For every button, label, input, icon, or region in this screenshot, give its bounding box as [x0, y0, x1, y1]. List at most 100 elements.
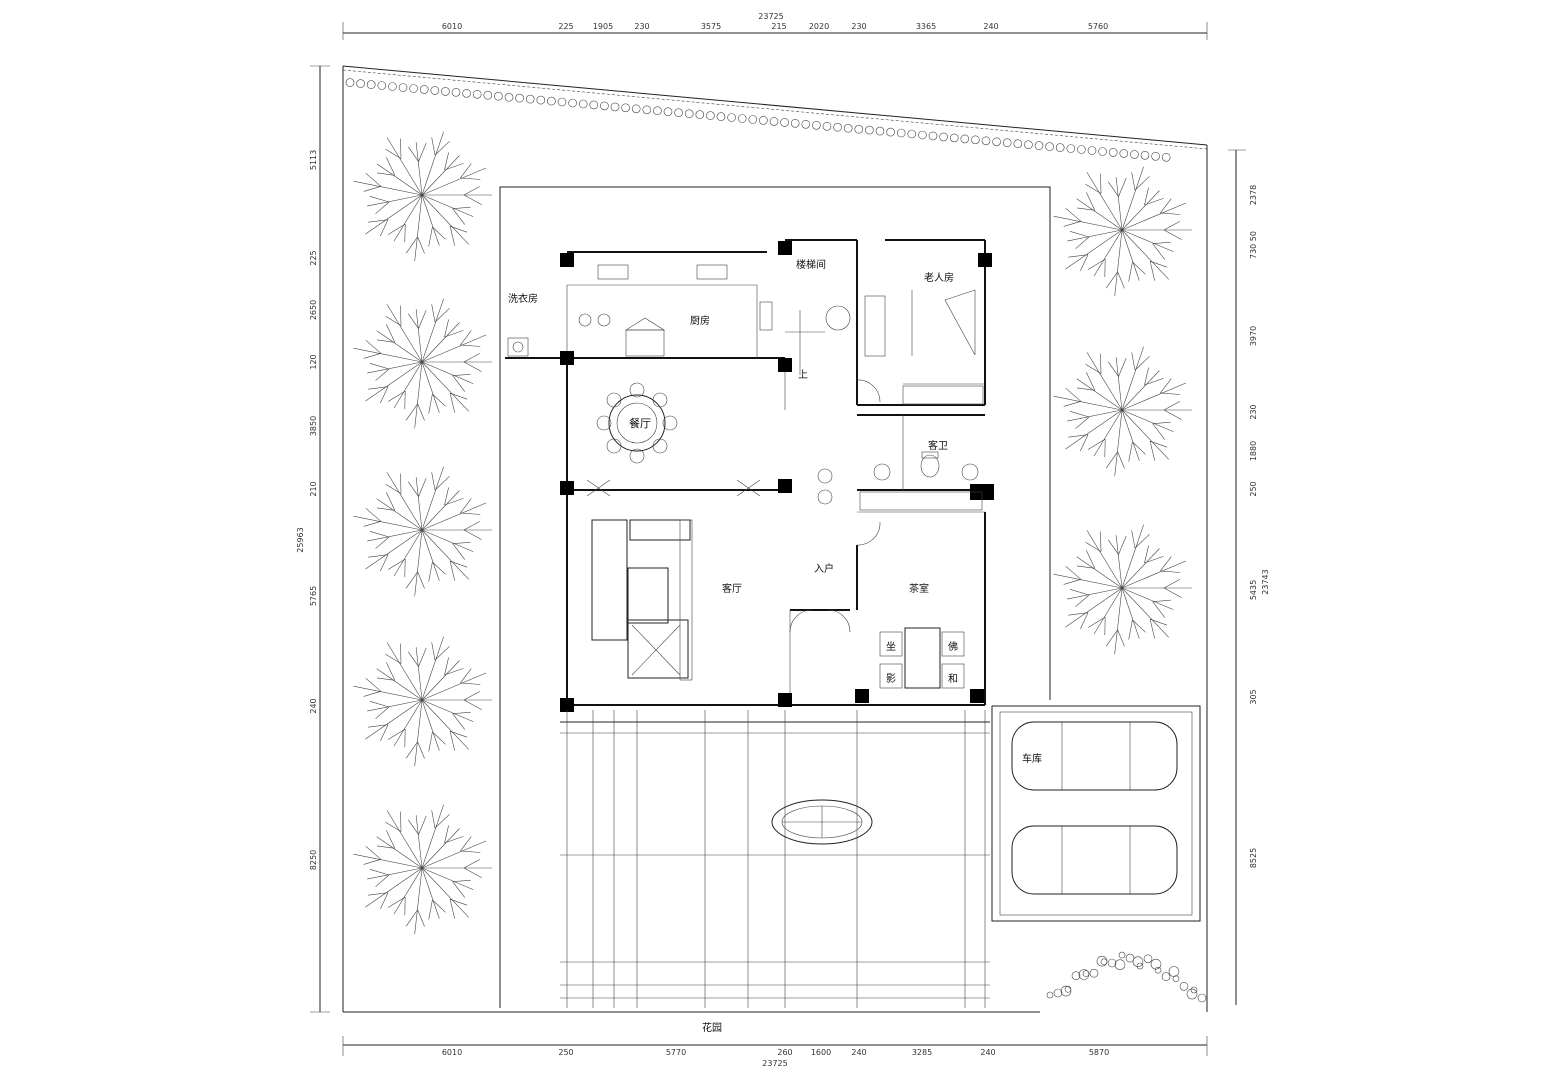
hedge-shrub [971, 135, 980, 145]
dim-left-5: 210 [309, 481, 318, 496]
hedge-shrub [1024, 140, 1033, 149]
column [560, 481, 574, 495]
hedge-shrub [1130, 150, 1139, 159]
dim-right-7: 305 [1249, 689, 1258, 704]
washing-machine [507, 337, 529, 357]
hedge-shrub [737, 114, 747, 123]
label-tea-room: 茶室 [909, 582, 929, 595]
dim-left-7: 240 [309, 698, 318, 713]
hedge-shrub [822, 122, 832, 131]
hedge-shrub [525, 94, 535, 104]
dim-bottom-3: 260 [777, 1048, 792, 1057]
hedge-shrub [886, 127, 895, 137]
hedge-shrub [462, 89, 471, 98]
hedge-shrub [557, 97, 567, 107]
hedge-shrub [1013, 139, 1023, 148]
dim-bottom-total: 23725 [762, 1059, 787, 1068]
dim-top-6: 2020 [809, 22, 829, 31]
car-2 [1011, 825, 1178, 895]
label-dining: 餐厅 [629, 416, 651, 430]
car-1 [1011, 721, 1178, 791]
column [778, 241, 792, 255]
shrub [1186, 988, 1198, 1000]
hedge-shrub [949, 133, 959, 143]
dim-top-10: 5760 [1088, 22, 1108, 31]
hedge-shrub [663, 107, 673, 116]
tree [353, 131, 492, 262]
column [778, 479, 792, 493]
dim-right-total: 23743 [1261, 569, 1270, 594]
hedge-shrub [1045, 142, 1054, 151]
dim-right-6: 5435 [1249, 580, 1258, 600]
paving-grid [560, 710, 990, 1008]
dim-top-2: 1905 [593, 22, 613, 31]
tree [353, 298, 492, 429]
hedge-shrub [451, 88, 461, 97]
shrub [1136, 962, 1144, 970]
hedge-shrub [472, 90, 482, 99]
shrub [1168, 966, 1180, 977]
hedge-shrub [388, 82, 397, 91]
dim-top-0: 6010 [442, 22, 462, 31]
hedge-shrub [918, 130, 927, 140]
label-elder-room: 老人房 [924, 271, 954, 284]
hedge-shrub [1034, 141, 1044, 150]
hedge-shrub [1055, 143, 1065, 152]
shrub [1089, 968, 1099, 978]
hedge-shrub [366, 80, 376, 89]
hedge-shrub [769, 117, 779, 126]
hedge-shrub [504, 92, 514, 102]
hedge-shrub [600, 101, 609, 111]
dim-bottom-6: 3285 [912, 1048, 932, 1057]
hedge-shrub [896, 128, 906, 138]
dim-right-4: 1880 [1249, 441, 1258, 461]
hedge-shrub [483, 90, 493, 100]
hedge-shrub [621, 103, 630, 113]
hedge-shrub [833, 122, 842, 132]
hedge-shrub [854, 124, 864, 134]
tea-char-0: 坐 [886, 641, 896, 653]
hedge-shrub [356, 79, 365, 88]
shrub [1190, 986, 1198, 994]
dim-left-total: 25963 [296, 527, 305, 552]
label-guest-bath: 客卫 [928, 439, 948, 452]
hedge-shrub [1119, 149, 1129, 158]
dimension-right: 23743 2378 730 50 3970 230 1880 250 5435… [1228, 149, 1270, 1005]
yard-boundary [499, 186, 1051, 1008]
dim-right-8: 8525 [1249, 848, 1258, 868]
hedge-shrub [419, 85, 429, 94]
stove [597, 264, 629, 280]
hedge-shrub [695, 110, 705, 119]
dim-right-5: 250 [1249, 481, 1258, 496]
hedge-shrub [684, 109, 694, 118]
tea-table [904, 627, 941, 689]
tree [1053, 346, 1192, 477]
toilet [920, 454, 940, 478]
hedge-shrub [748, 115, 758, 124]
dim-top-total: 23725 [758, 12, 783, 21]
shrub [1060, 985, 1072, 997]
label-living: 客厅 [722, 582, 742, 595]
label-garden: 花园 [702, 1021, 722, 1034]
dining-table [608, 394, 666, 452]
hedge-shrub [1077, 145, 1086, 154]
tree [353, 804, 492, 935]
dim-top-4: 3575 [701, 22, 721, 31]
hedge-shrub [981, 136, 991, 146]
dim-left-4: 3850 [309, 416, 318, 436]
label-stairs: 楼梯间 [796, 258, 826, 271]
hedge-shrub [790, 119, 800, 128]
hedge-shrub [578, 99, 588, 109]
label-garage: 车库 [1022, 752, 1042, 765]
hedge-shrub [494, 91, 503, 101]
dim-bottom-5: 240 [851, 1048, 866, 1057]
shrub [1132, 956, 1144, 968]
column [855, 689, 869, 703]
hedge-shrub [928, 131, 938, 141]
garage [991, 705, 1201, 922]
label-stair-up: 上 [798, 369, 808, 381]
hedge-shrub [515, 93, 524, 103]
hedge-row [345, 78, 1171, 162]
label-entrance: 入户 [814, 562, 834, 575]
